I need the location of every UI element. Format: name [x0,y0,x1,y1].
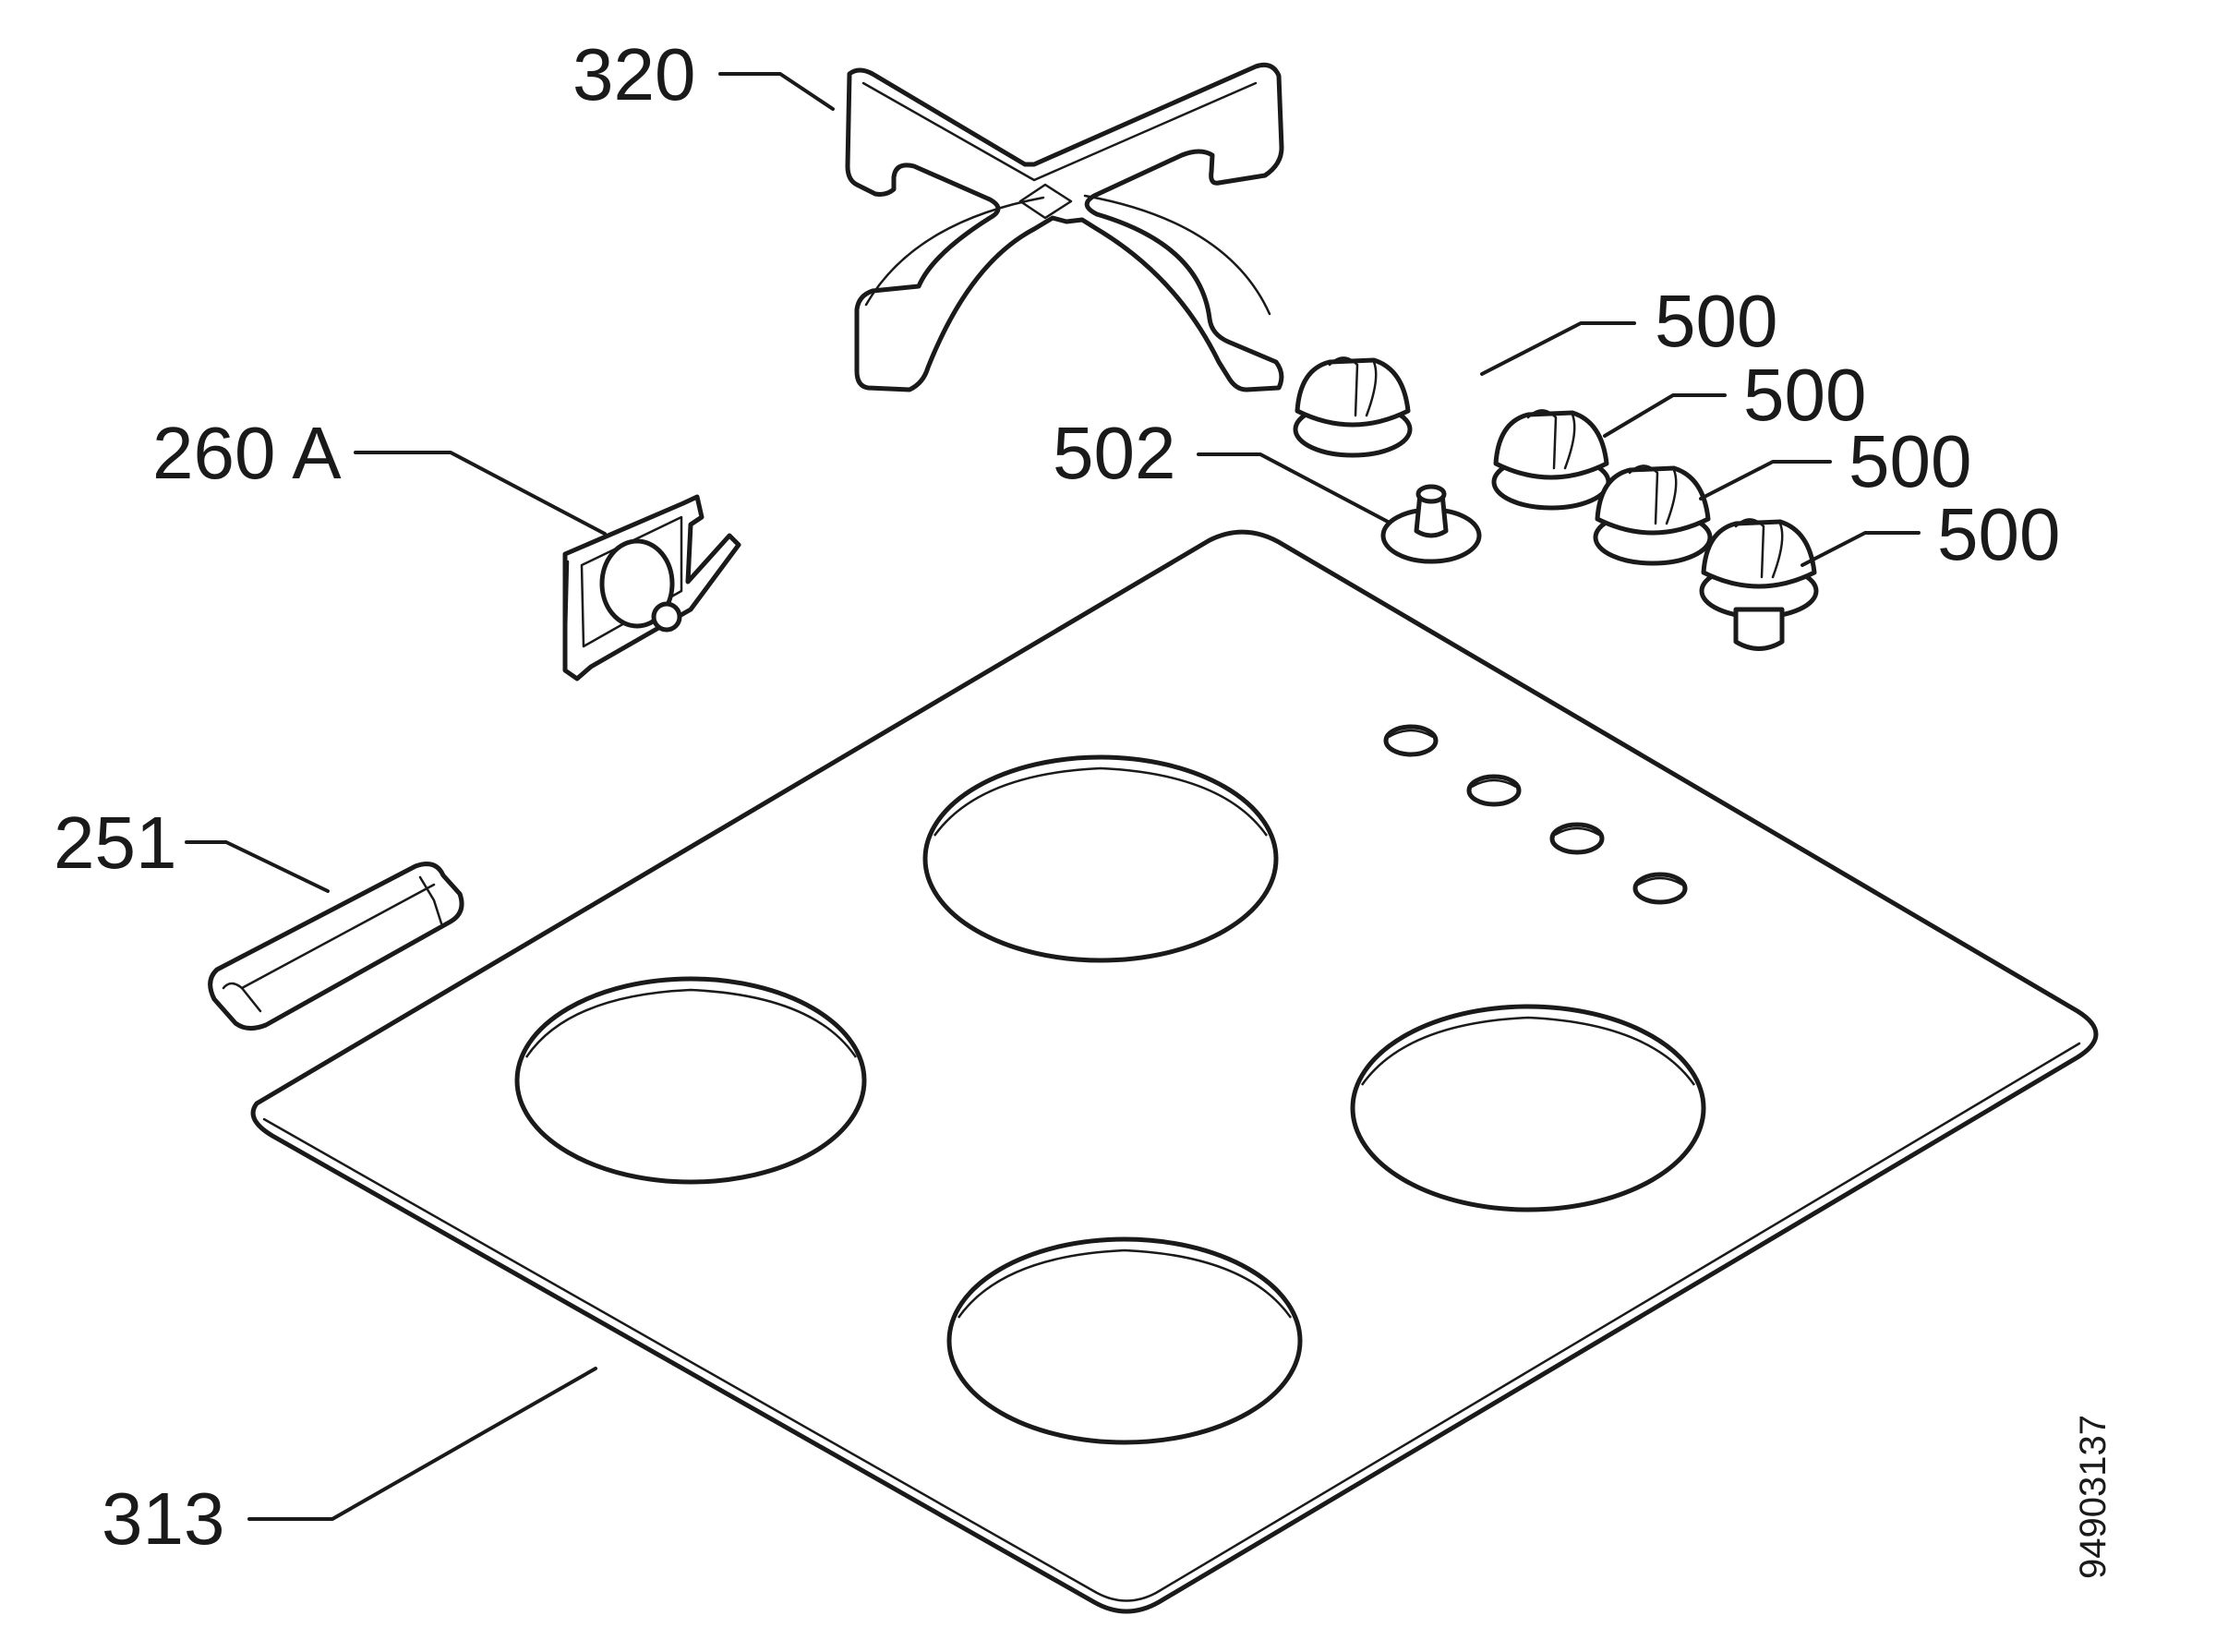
knob-hole-1 [1383,724,1439,757]
document-number: 94903137 [2073,1415,2114,1579]
knob-hole-4 [1632,872,1688,905]
leader-260a [354,451,607,536]
burner-opening-right [1350,1004,1706,1212]
clip-part [562,494,741,681]
leader-313 [247,1367,597,1521]
burner-opening-left [514,976,867,1185]
label-500-3: 500 [1849,420,1971,502]
clamp-part [208,862,464,1031]
leader-320 [718,72,835,111]
burner-opening-rear [922,754,1279,963]
control-knob-4 [1699,518,1819,651]
control-knob-2 [1491,409,1611,511]
label-260a: 260 A [152,412,342,494]
label-502: 502 [1053,412,1175,494]
knob-spindle-part [1380,484,1482,564]
burner-opening-front [946,1236,1303,1445]
leader-500-1 [1480,321,1636,376]
label-500-4: 500 [1937,493,2060,575]
leader-500-4 [1800,531,1921,567]
leader-500-2 [1603,393,1727,438]
control-knob-3 [1593,464,1713,566]
leader-251 [185,840,330,893]
label-500-2: 500 [1743,354,1866,436]
label-313: 313 [102,1477,224,1560]
label-251: 251 [54,802,176,884]
pan-support-grid [845,62,1284,392]
knob-hole-3 [1549,822,1605,855]
hob-top-plate [250,529,2099,1614]
label-500-1: 500 [1655,280,1777,362]
leader-502 [1197,452,1391,525]
leader-500-3 [1699,460,1832,500]
control-knob-1 [1293,356,1413,458]
label-320: 320 [572,33,695,115]
knob-hole-2 [1466,774,1522,807]
